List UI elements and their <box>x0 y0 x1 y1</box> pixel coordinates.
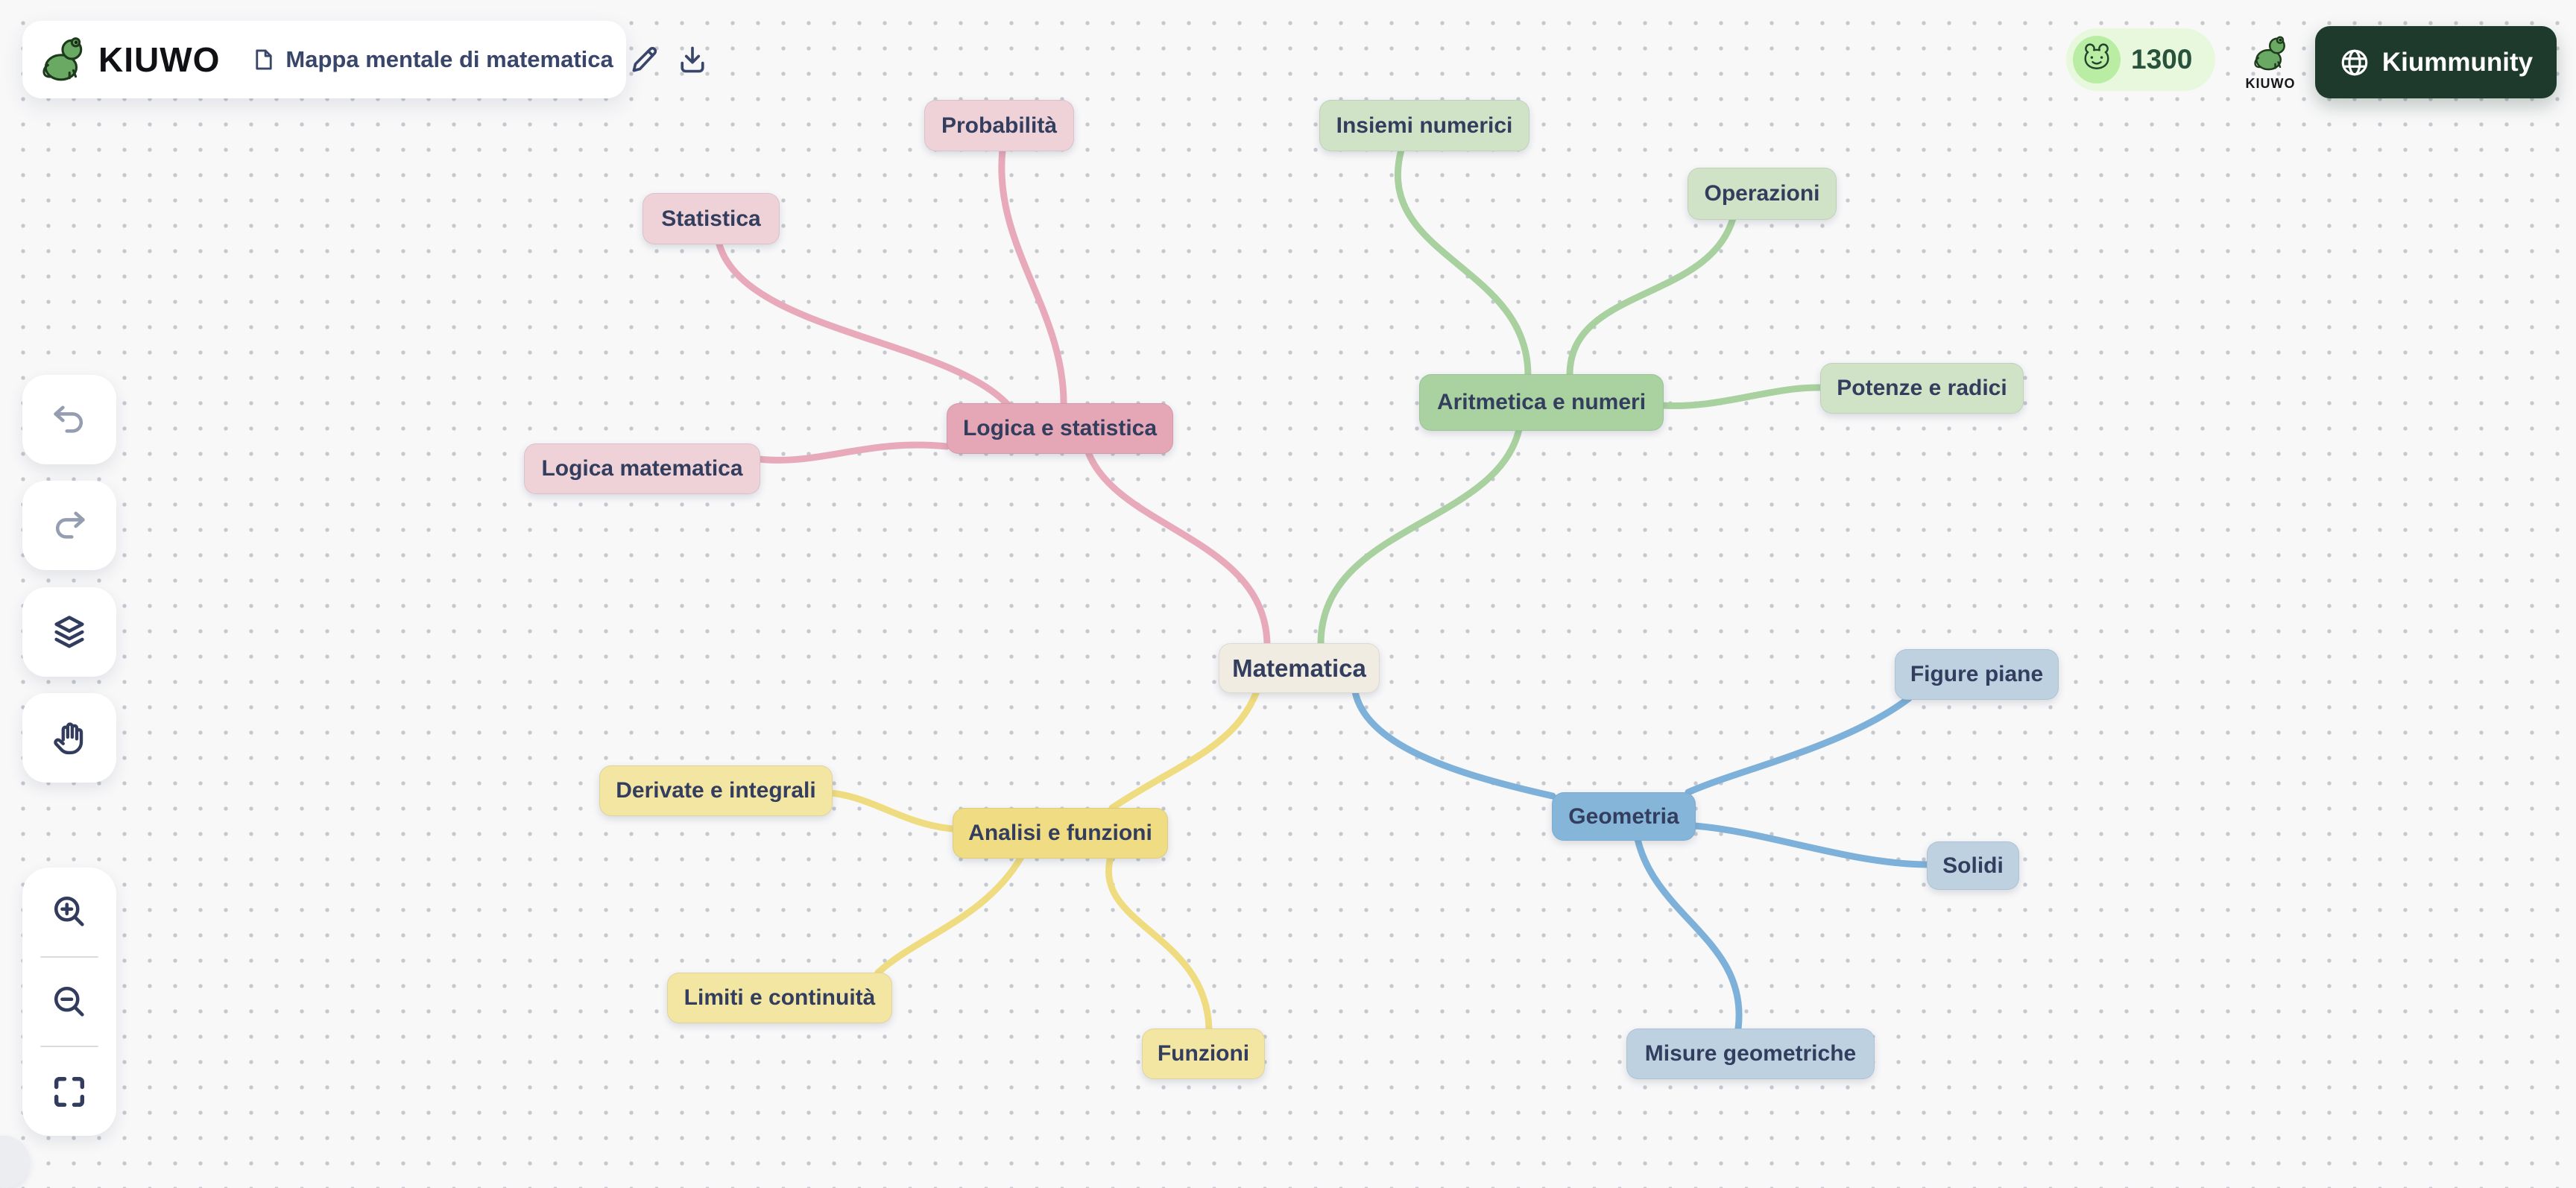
edge-blue <box>1690 822 1931 868</box>
edge-yellow <box>1108 688 1260 812</box>
undo-icon <box>54 405 83 433</box>
frog-face-icon <box>2084 43 2109 69</box>
toolbar-divider <box>40 955 98 958</box>
zoom-out-button[interactable] <box>22 966 116 1037</box>
edge-yellow <box>1105 853 1213 1032</box>
edge-pink <box>1085 449 1271 648</box>
edge-green <box>1317 426 1523 648</box>
edge-yellow <box>827 789 956 832</box>
frog-logo-icon <box>42 37 83 81</box>
node-statistica[interactable]: Statistica <box>643 193 780 244</box>
redo-button[interactable] <box>22 481 116 570</box>
pan-hand-button[interactable] <box>22 693 116 783</box>
toolbar-divider <box>40 1046 98 1048</box>
node-solidi[interactable]: Solidi <box>1927 841 2019 890</box>
node-geometria[interactable]: Geometria <box>1552 792 1696 841</box>
edit-pencil-icon <box>632 46 657 72</box>
offscreen-element-peek <box>0 1136 30 1188</box>
hand-icon <box>54 722 83 755</box>
edge-green <box>1566 215 1737 379</box>
edge-yellow <box>874 853 1025 976</box>
file-icon <box>256 49 273 70</box>
fullscreen-icon <box>54 1076 85 1107</box>
node-logica-matematica[interactable]: Logica matematica <box>524 443 760 494</box>
document-title: Mappa mentale di matematica <box>285 46 613 72</box>
account-brand-logo[interactable]: KIUWO <box>2236 33 2305 92</box>
zoom-in-button[interactable] <box>22 876 116 947</box>
edge-pink <box>998 146 1067 408</box>
community-button[interactable]: Kiummunity <box>2315 26 2557 98</box>
node-derivate-e-integrali[interactable]: Derivate e integrali <box>599 765 833 816</box>
edge-blue <box>1351 688 1556 800</box>
edge-pink <box>716 241 1011 408</box>
node-funzioni[interactable]: Funzioni <box>1142 1029 1265 1079</box>
node-limiti-e-continuita[interactable]: Limiti e continuità <box>667 973 892 1023</box>
download-icon <box>681 46 704 73</box>
zoom-toolbar <box>22 868 116 1136</box>
undo-button[interactable] <box>22 375 116 464</box>
zoom-in-icon <box>54 897 84 926</box>
node-logica-e-statistica[interactable]: Logica e statistica <box>947 403 1173 454</box>
node-probabilita[interactable]: Probabilità <box>924 100 1074 151</box>
node-aritmetica-e-numeri[interactable]: Aritmetica e numeri <box>1419 374 1664 431</box>
edit-title-button[interactable] <box>628 42 661 78</box>
node-matematica[interactable]: Matematica <box>1219 643 1380 693</box>
node-figure-piane[interactable]: Figure piane <box>1895 649 2059 700</box>
edge-green <box>1658 384 1824 410</box>
node-misure-geometriche[interactable]: Misure geometriche <box>1626 1029 1875 1079</box>
brand-wordmark: KIUWO <box>98 40 221 79</box>
coin-count: 1300 <box>2131 44 2193 75</box>
brand-caption: KIUWO <box>2245 76 2296 91</box>
layers-button[interactable] <box>22 587 116 677</box>
edge-pink <box>755 441 950 464</box>
header-card: KIUWO Mappa mentale di matematica <box>22 21 704 98</box>
edge-blue <box>1634 835 1743 1032</box>
redo-icon <box>55 511 85 539</box>
frog-logo-small-icon <box>2254 36 2285 71</box>
node-operazioni[interactable]: Operazioni <box>1688 168 1837 220</box>
node-analisi-e-funzioni[interactable]: Analisi e funzioni <box>953 808 1168 859</box>
coin-badge[interactable]: 1300 <box>2066 28 2215 91</box>
fullscreen-button[interactable] <box>22 1056 116 1128</box>
community-label: Kiummunity <box>2381 47 2534 77</box>
layers-icon <box>54 616 84 648</box>
zoom-out-icon <box>54 986 84 1017</box>
download-button[interactable] <box>676 42 709 78</box>
coin-circle <box>2073 36 2121 83</box>
edge-blue <box>1685 695 1913 796</box>
globe-icon <box>2341 49 2368 75</box>
edge-green <box>1394 146 1532 379</box>
node-potenze-e-radici[interactable]: Potenze e radici <box>1820 363 2024 414</box>
mindmap-edges <box>716 146 1931 1032</box>
node-insiemi-numerici[interactable]: Insiemi numerici <box>1319 100 1530 151</box>
